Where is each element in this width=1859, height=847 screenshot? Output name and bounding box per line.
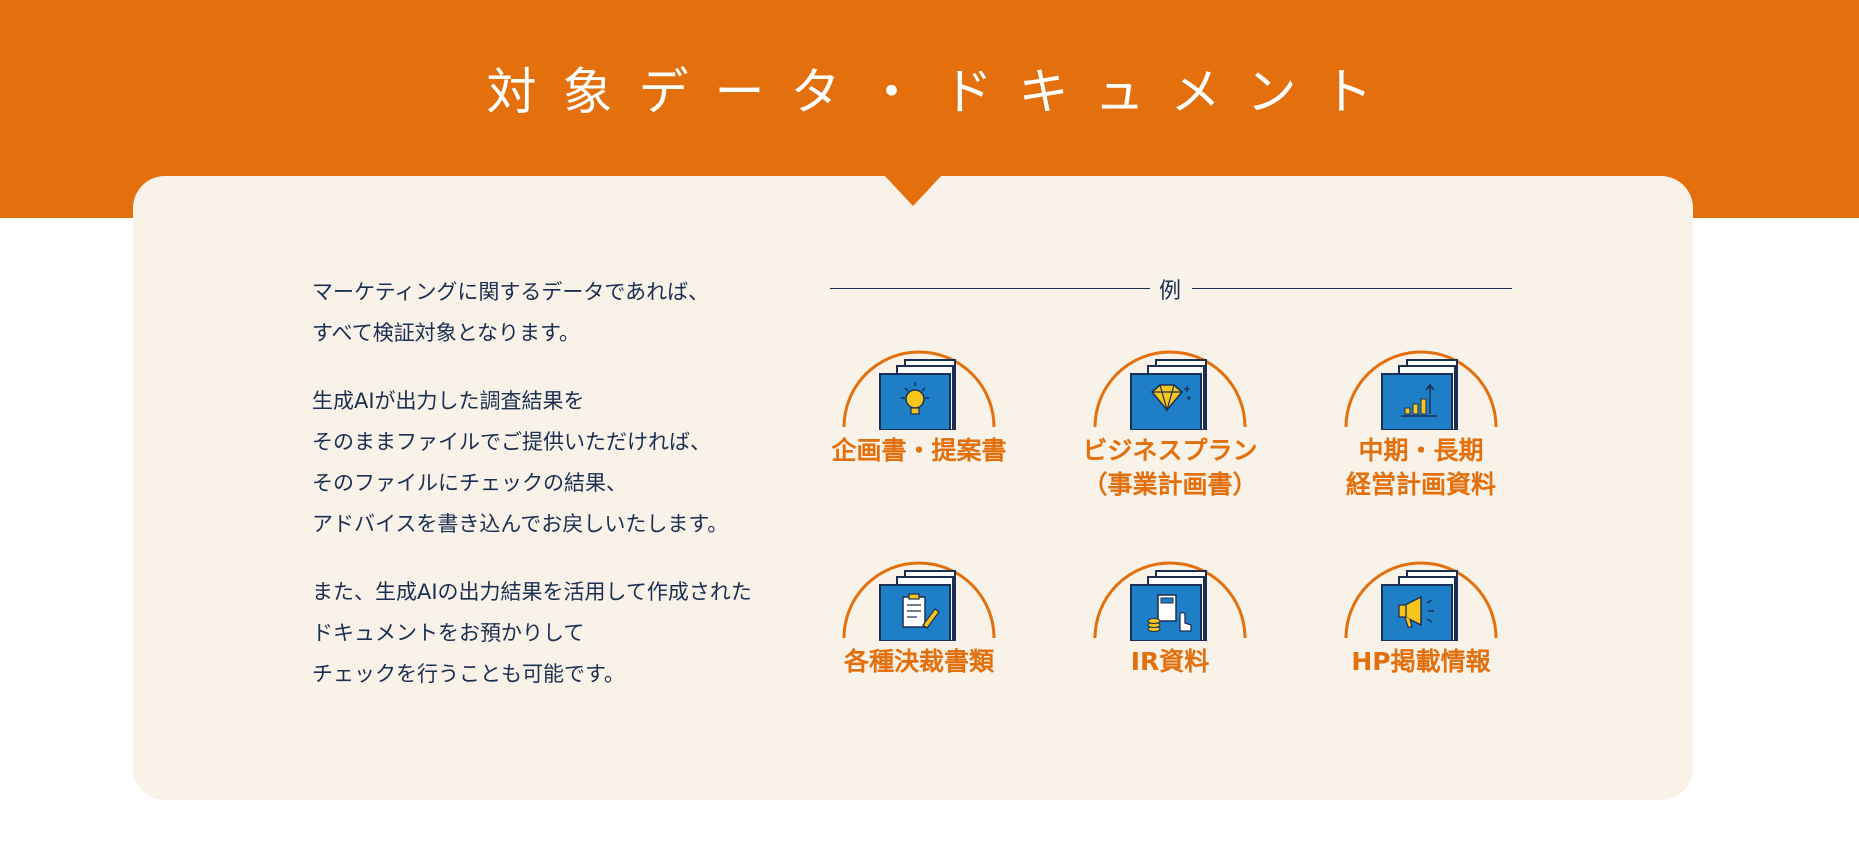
intro-line: チェックを行うことも可能です。 bbox=[312, 662, 625, 686]
example-item-mid-long-plan: 中期・長期 経営計画資料 bbox=[1321, 334, 1521, 502]
example-item-business-plan: ビジネスプラン （事業計画書） bbox=[1070, 334, 1270, 502]
example-label: 各種決裁書類 bbox=[819, 645, 1019, 679]
bar-chart-icon bbox=[1344, 350, 1498, 430]
lightbulb-icon bbox=[842, 350, 996, 430]
intro-line: また、生成AIの出力結果を活用して作成された bbox=[312, 580, 752, 604]
example-label: ビジネスプラン （事業計画書） bbox=[1070, 434, 1270, 502]
intro-line: アドバイスを書き込んでお戻しいたします。 bbox=[312, 512, 729, 536]
example-label: 企画書・提案書 bbox=[819, 434, 1019, 468]
example-label-line: 企画書・提案書 bbox=[831, 436, 1007, 465]
example-label-line: IR資料 bbox=[1130, 647, 1210, 676]
intro-line: 生成AIが出力した調査結果を bbox=[312, 389, 585, 413]
divider-right bbox=[1192, 288, 1512, 289]
intro-line: すべて検証対象となります。 bbox=[312, 321, 580, 345]
intro-paragraph-2: 生成AIが出力した調査結果を そのままファイルでご提供いただければ、 そのファイ… bbox=[312, 381, 832, 545]
intro-line: ドキュメントをお預かりして bbox=[312, 621, 585, 645]
calculator-icon bbox=[1093, 561, 1247, 641]
example-item-website-info: HP掲載情報 bbox=[1321, 545, 1521, 679]
divider-left bbox=[830, 288, 1150, 289]
intro-line: マーケティングに関するデータであれば、 bbox=[312, 280, 710, 304]
clipboard-icon bbox=[842, 561, 996, 641]
page-title: 対象データ・ドキュメント bbox=[486, 63, 1399, 121]
content-card bbox=[133, 176, 1693, 800]
example-item-approval-docs: 各種決裁書類 bbox=[819, 545, 1019, 679]
example-label-line: 経営計画資料 bbox=[1345, 470, 1496, 499]
example-label-line: ビジネスプラン bbox=[1082, 436, 1258, 465]
intro-line: そのファイルにチェックの結果、 bbox=[312, 471, 627, 495]
pointer-notch bbox=[883, 174, 943, 206]
examples-heading: 例 bbox=[1158, 279, 1181, 304]
example-label-line: （事業計画書） bbox=[1082, 470, 1258, 499]
intro-text: マーケティングに関するデータであれば、 すべて検証対象となります。 生成AIが出… bbox=[312, 272, 832, 722]
example-item-ir-materials: IR資料 bbox=[1070, 545, 1270, 679]
example-label-line: 中期・長期 bbox=[1358, 436, 1484, 465]
diamond-icon bbox=[1093, 350, 1247, 430]
example-label: HP掲載情報 bbox=[1321, 645, 1521, 679]
intro-paragraph-1: マーケティングに関するデータであれば、 すべて検証対象となります。 bbox=[312, 272, 832, 354]
example-label-line: 各種決裁書類 bbox=[843, 647, 994, 676]
example-label: 中期・長期 経営計画資料 bbox=[1321, 434, 1521, 502]
megaphone-icon bbox=[1344, 561, 1498, 641]
example-label-line: HP掲載情報 bbox=[1351, 647, 1491, 676]
example-label: IR資料 bbox=[1070, 645, 1270, 679]
example-item-proposal: 企画書・提案書 bbox=[819, 334, 1019, 468]
intro-line: そのままファイルでご提供いただければ、 bbox=[312, 430, 711, 454]
intro-paragraph-3: また、生成AIの出力結果を活用して作成された ドキュメントをお預かりして チェッ… bbox=[312, 572, 832, 695]
